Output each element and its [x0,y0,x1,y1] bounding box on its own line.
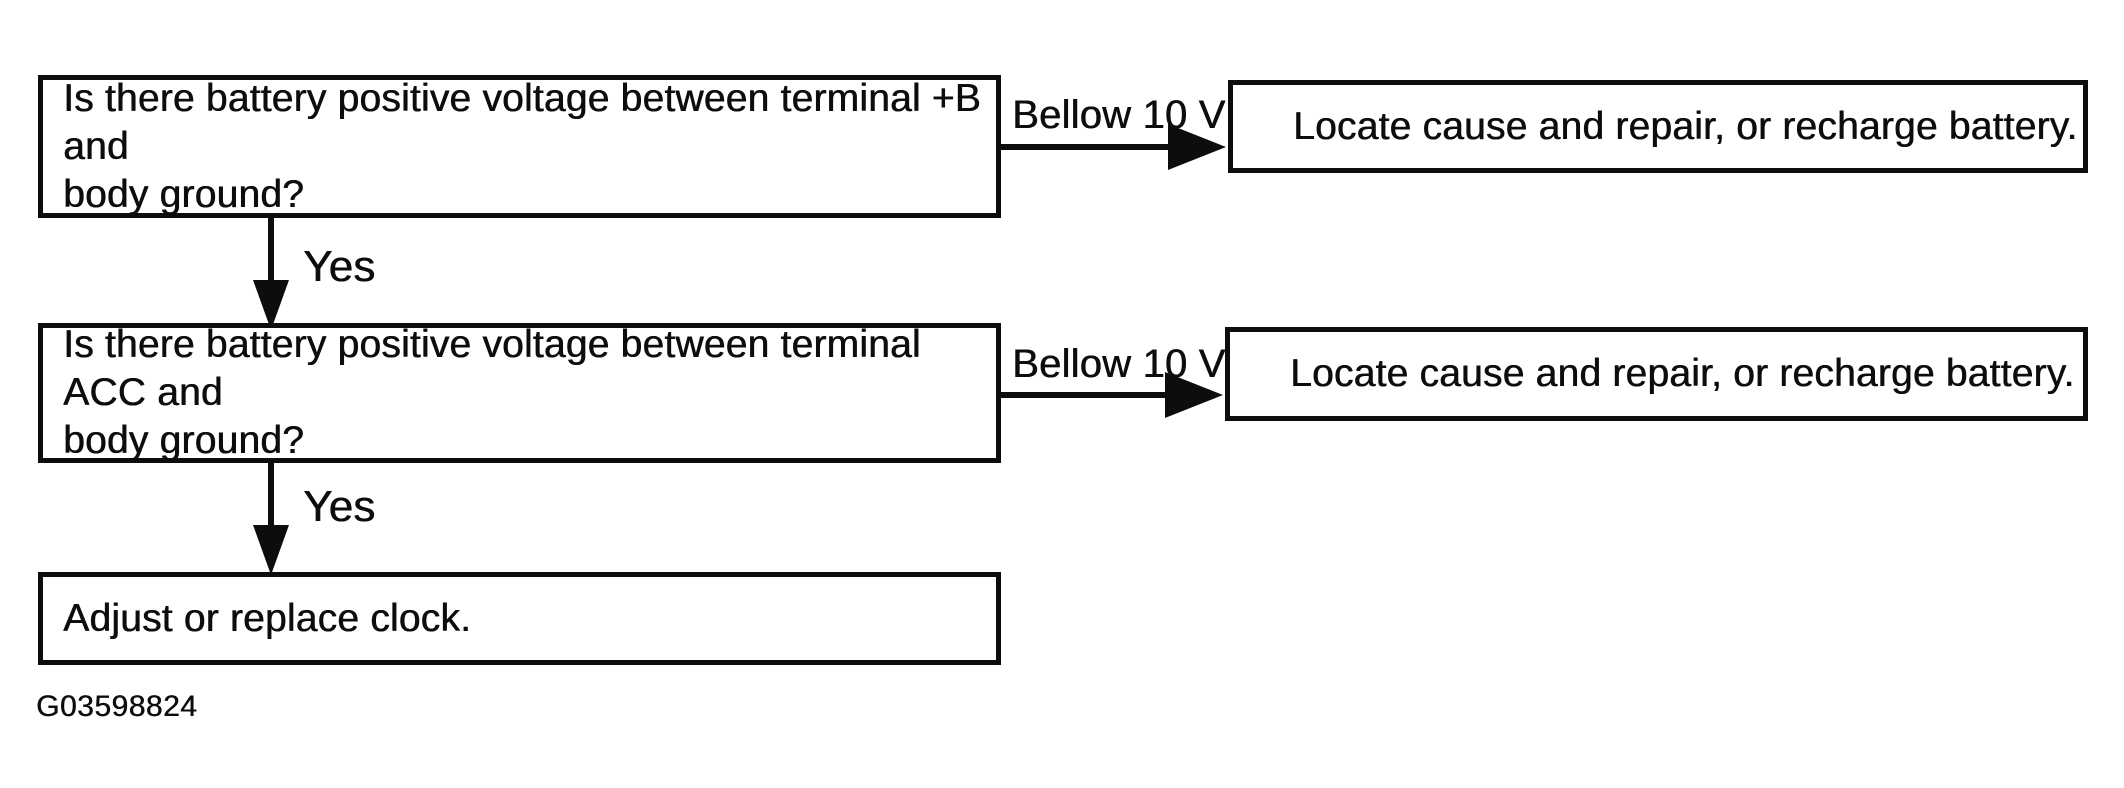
action-text: Adjust or replace clock. [63,596,471,640]
question-2-text: Is there battery positive voltage betwee… [63,323,921,462]
arrow-right-icon-1 [1168,124,1226,170]
figure-id-label: G03598824 [36,690,198,723]
action-box-final: Adjust or replace clock. [38,572,1001,665]
result-2-text: Locate cause and repair, or recharge bat… [1290,352,2075,395]
arrow-right-line-1 [1001,144,1173,150]
arrow-down-line-1 [268,218,274,284]
question-box-2: Is there battery positive voltage betwee… [38,323,1001,463]
result-box-1: Locate cause and repair, or recharge bat… [1228,80,2088,173]
result-1-text: Locate cause and repair, or recharge bat… [1293,104,2078,148]
arrow-down-line-2 [268,463,274,529]
result-box-2: Locate cause and repair, or recharge bat… [1225,327,2088,421]
question-box-1: Is there battery positive voltage betwee… [38,75,1001,218]
arrow-down-icon-1 [253,280,289,330]
branch-label-yes-1: Yes [303,242,376,291]
question-1-text: Is there battery positive voltage betwee… [63,76,981,216]
arrow-right-line-2 [1001,392,1173,398]
arrow-down-icon-2 [253,525,289,575]
branch-label-yes-2: Yes [303,482,376,531]
arrow-right-icon-2 [1165,372,1223,418]
